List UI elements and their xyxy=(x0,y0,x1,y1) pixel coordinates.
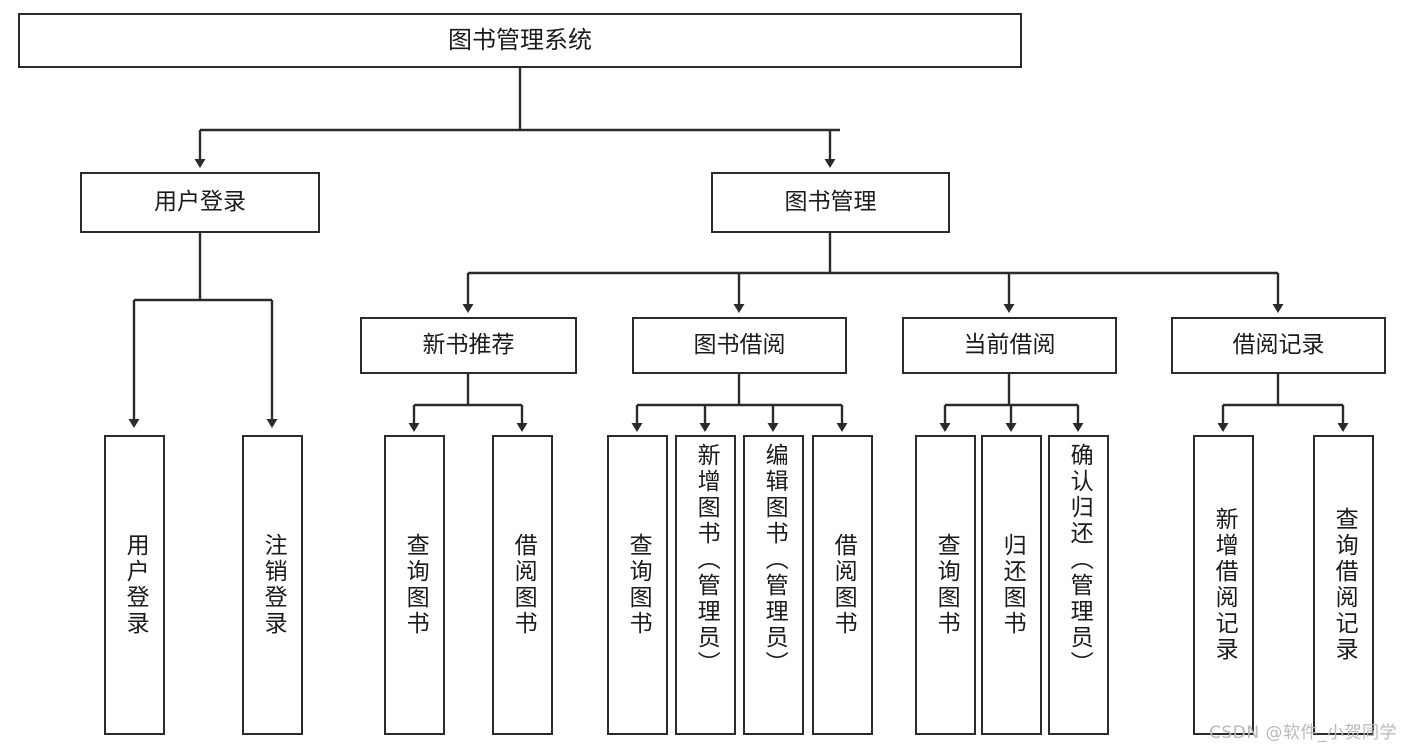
node-label: 用户登录 xyxy=(154,188,246,215)
node-label: 图书管理 xyxy=(784,188,877,215)
node-label: 查询图书 xyxy=(625,533,652,637)
node-current-borrow[interactable]: 当前借阅 xyxy=(902,317,1117,374)
node-leaf-edit-book[interactable]: 编辑图书（管理员） xyxy=(743,435,804,735)
node-leaf-borrow-book[interactable]: 借阅图书 xyxy=(812,435,873,735)
node-leaf-return-book[interactable]: 归还图书 xyxy=(981,435,1042,735)
node-label: 借阅记录 xyxy=(1232,331,1325,358)
node-leaf-confirm-return[interactable]: 确认归还（管理员） xyxy=(1048,435,1109,735)
node-label: 查询借阅记录 xyxy=(1331,507,1358,663)
node-label: 查询图书 xyxy=(933,533,960,637)
watermark: CSDN @软件_小贺同学 xyxy=(1209,723,1397,743)
node-label: 归还图书 xyxy=(999,533,1026,637)
node-label: 图书借阅 xyxy=(693,331,786,358)
node-label: 图书管理系统 xyxy=(448,26,592,55)
node-label: 借阅图书 xyxy=(510,533,537,637)
node-label: 查询图书 xyxy=(402,533,429,637)
node-label: 用户登录 xyxy=(122,533,149,637)
node-leaf-query-book-current[interactable]: 查询图书 xyxy=(915,435,976,735)
node-leaf-query-record[interactable]: 查询借阅记录 xyxy=(1313,435,1374,735)
node-new-book-recommend[interactable]: 新书推荐 xyxy=(360,317,577,374)
node-leaf-logout-login[interactable]: 注销登录 xyxy=(242,435,303,735)
node-label: 当前借阅 xyxy=(963,331,1056,358)
node-leaf-query-book-borrow[interactable]: 查询图书 xyxy=(607,435,668,735)
node-label: 新增借阅记录 xyxy=(1211,507,1238,663)
node-book-borrow[interactable]: 图书借阅 xyxy=(632,317,847,374)
node-label: 新增图书（管理员） xyxy=(693,443,720,677)
node-borrow-record[interactable]: 借阅记录 xyxy=(1171,317,1386,374)
node-label: 注销登录 xyxy=(260,533,287,637)
node-leaf-query-book-recommend[interactable]: 查询图书 xyxy=(384,435,445,735)
node-leaf-add-record[interactable]: 新增借阅记录 xyxy=(1193,435,1254,735)
node-label: 确认归还（管理员） xyxy=(1066,443,1093,677)
node-label: 新书推荐 xyxy=(422,331,515,358)
node-leaf-add-book[interactable]: 新增图书（管理员） xyxy=(675,435,736,735)
node-leaf-borrow-book-recommend[interactable]: 借阅图书 xyxy=(492,435,553,735)
node-label: 编辑图书（管理员） xyxy=(761,443,788,677)
node-root-图书管理系统[interactable]: 图书管理系统 xyxy=(18,13,1022,68)
node-book-management[interactable]: 图书管理 xyxy=(711,172,950,233)
node-label: 借阅图书 xyxy=(830,533,857,637)
node-leaf-user-login[interactable]: 用户登录 xyxy=(104,435,165,735)
node-user-login[interactable]: 用户登录 xyxy=(80,172,320,233)
